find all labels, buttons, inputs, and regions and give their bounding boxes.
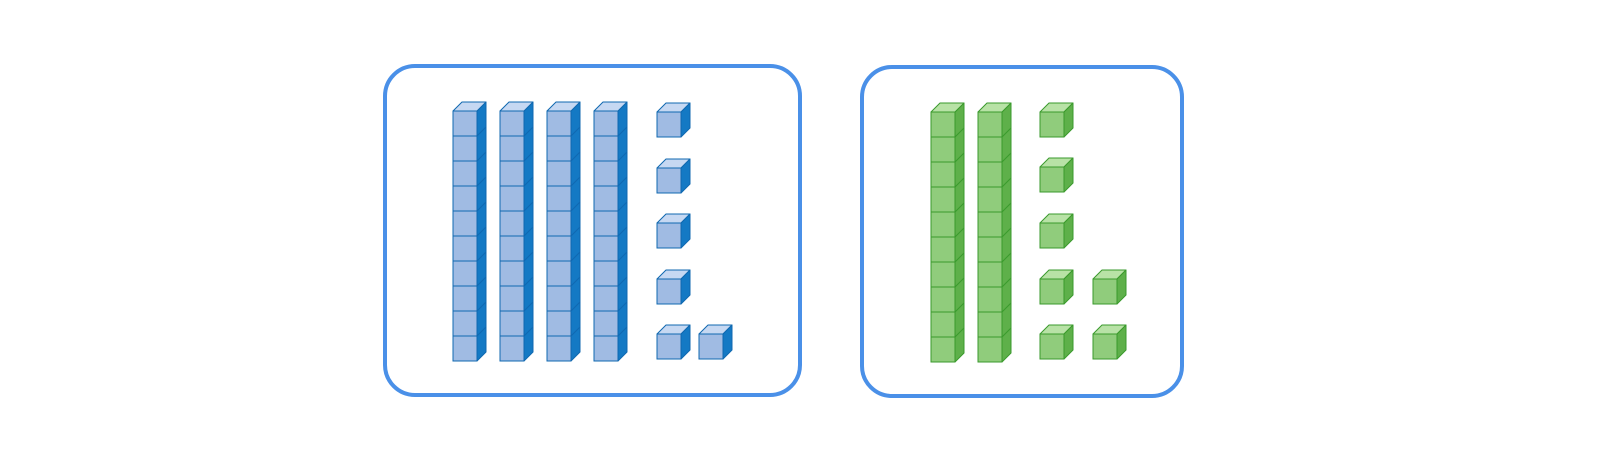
panel-frame <box>860 65 1184 398</box>
tens-rod-4 <box>593 101 628 362</box>
ones-cube-3 <box>1039 213 1074 249</box>
ones-cube-4 <box>1039 269 1074 305</box>
ones-cube-4 <box>656 269 691 305</box>
ones-cube-5 <box>656 324 691 360</box>
ones-cube-7 <box>1092 324 1127 360</box>
tens-rod-1 <box>452 101 487 362</box>
ones-cube-6 <box>1039 324 1074 360</box>
ones-cube-1 <box>656 102 691 138</box>
ones-cube-5 <box>1092 269 1127 305</box>
ones-cube-1 <box>1039 102 1074 138</box>
tens-rod-2 <box>977 102 1012 363</box>
ones-cube-6 <box>698 324 733 360</box>
blue-base-ten-panel <box>383 64 802 397</box>
tens-rod-2 <box>499 101 534 362</box>
ones-cube-2 <box>1039 157 1074 193</box>
tens-rod-3 <box>546 101 581 362</box>
green-base-ten-panel <box>860 65 1184 398</box>
panel-frame <box>383 64 802 397</box>
ones-cube-2 <box>656 158 691 194</box>
tens-rod-1 <box>930 102 965 363</box>
ones-cube-3 <box>656 213 691 249</box>
